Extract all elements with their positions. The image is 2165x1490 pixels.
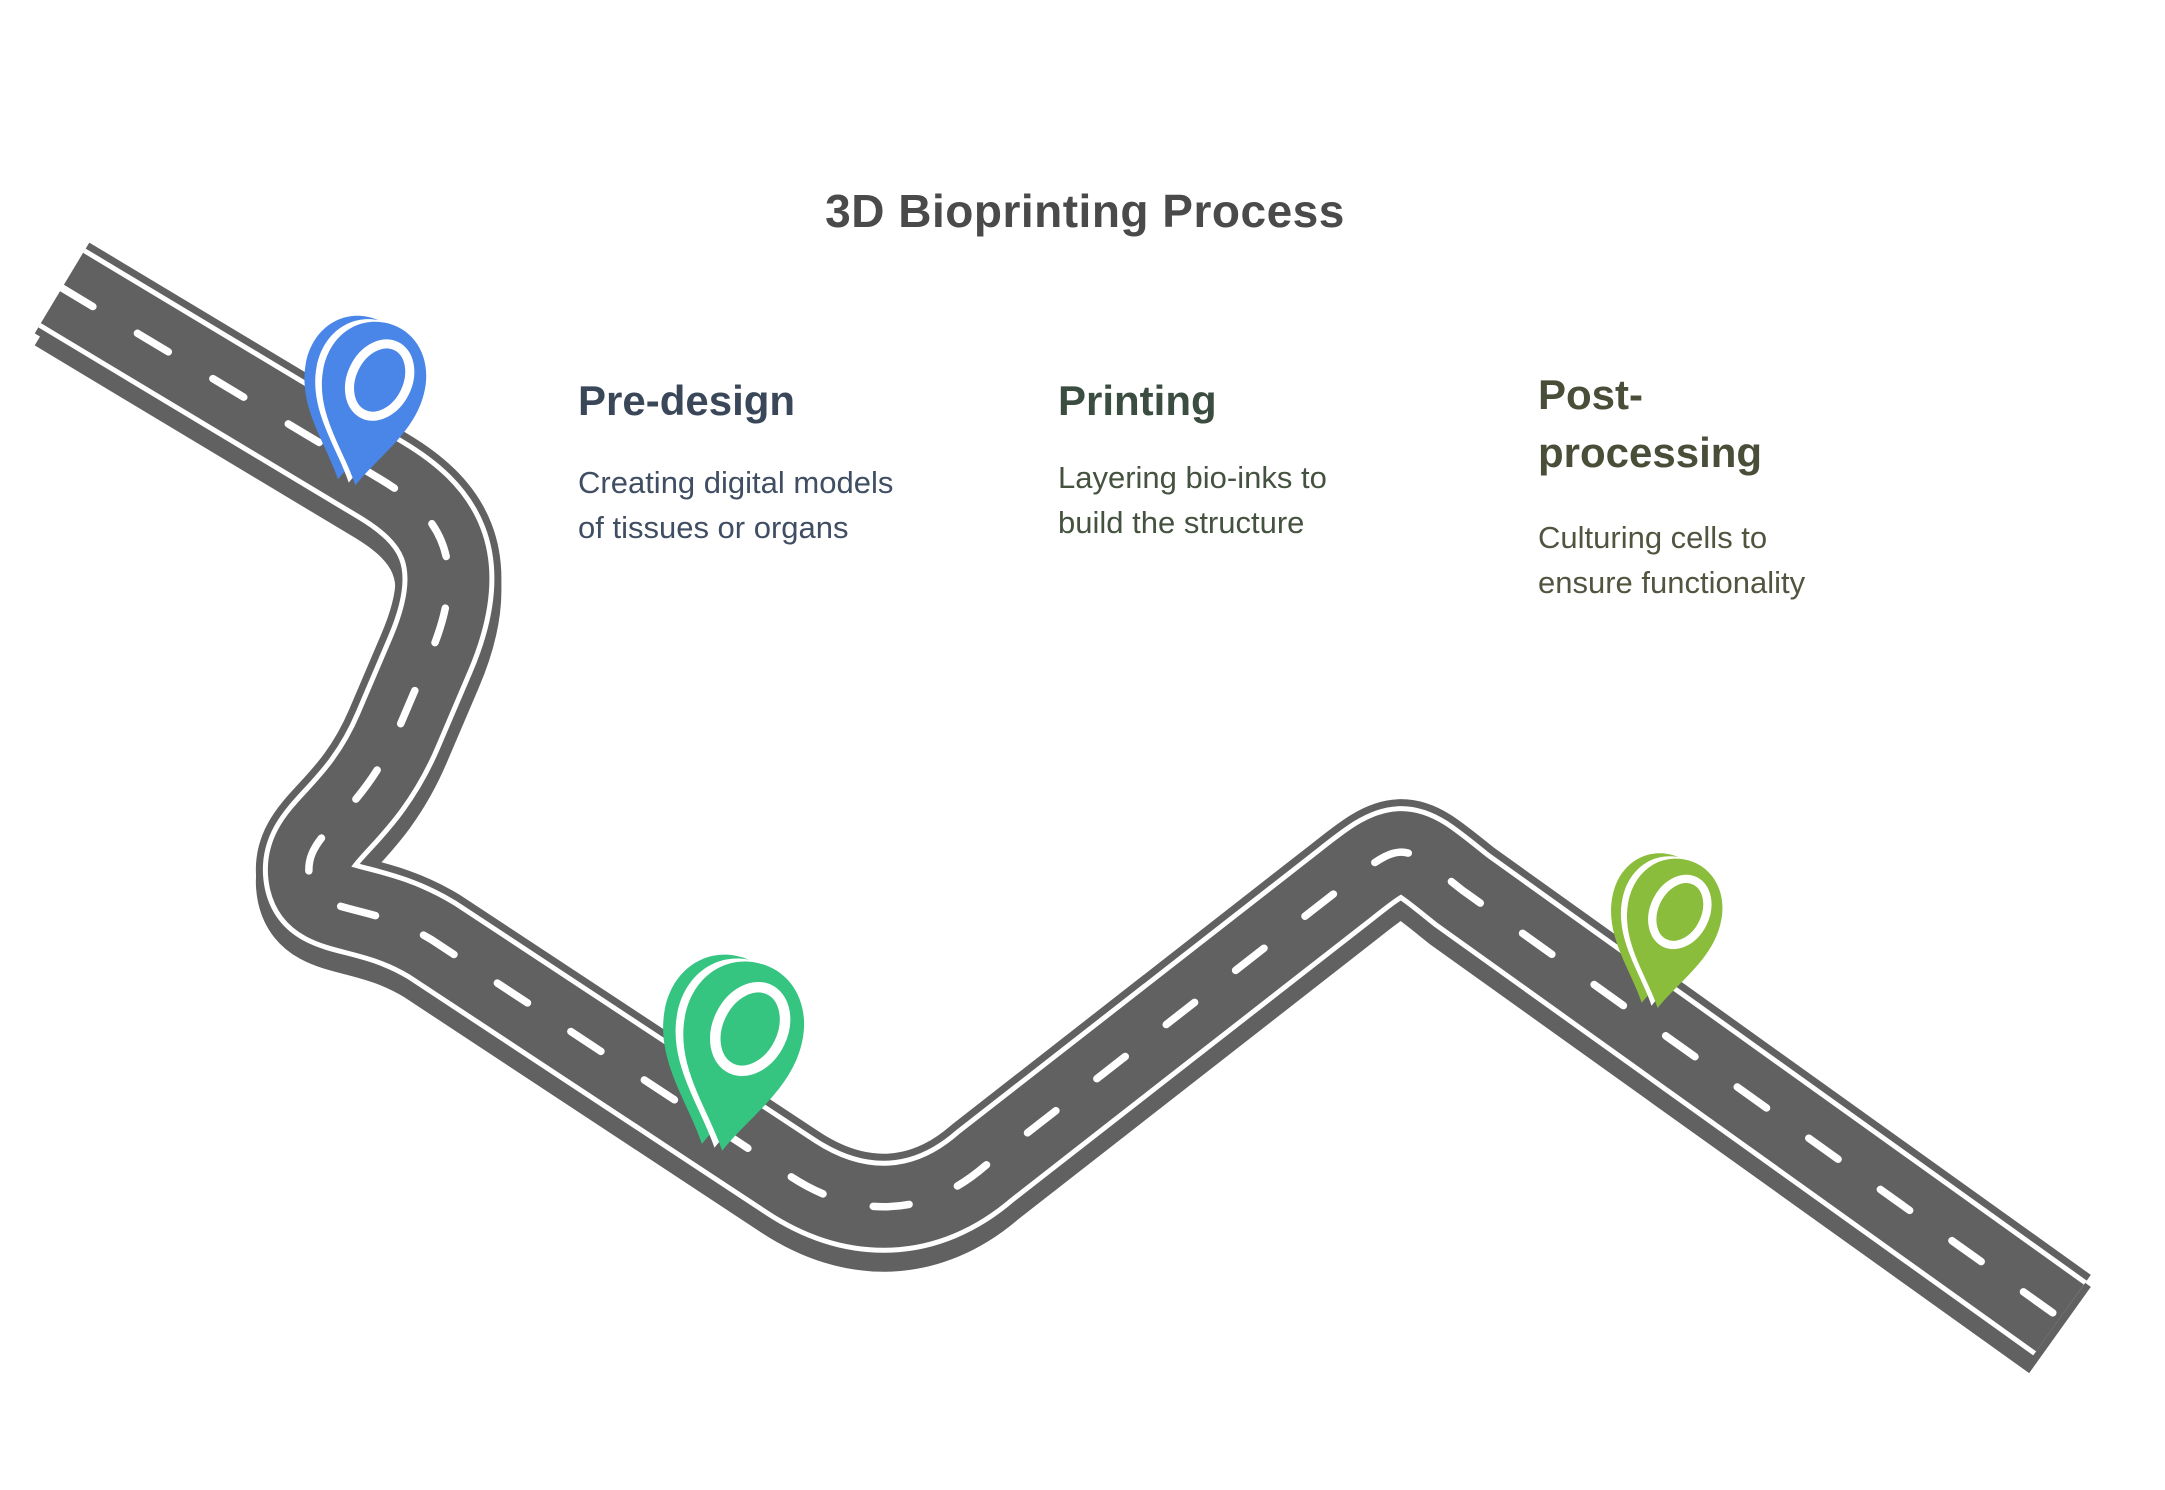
stage-3-heading: Post-processing <box>1538 371 1763 476</box>
lime-location-pin-icon <box>1607 848 1735 1017</box>
road-centerline <box>58 284 2064 1322</box>
stage-2-description: Layering bio-inks to build the structure <box>1058 460 1327 540</box>
stage-1-heading: Pre-design <box>578 377 796 424</box>
stage-3-description: Culturing cells to ensure functionality <box>1538 520 1806 600</box>
stage-2-heading: Printing <box>1058 377 1217 424</box>
page-title: 3D Bioprinting Process <box>825 185 1345 237</box>
stage-1-description: Creating digital models of tissues or or… <box>578 465 894 545</box>
blue-location-pin-icon <box>300 310 440 495</box>
green-location-pin-icon <box>658 948 820 1162</box>
